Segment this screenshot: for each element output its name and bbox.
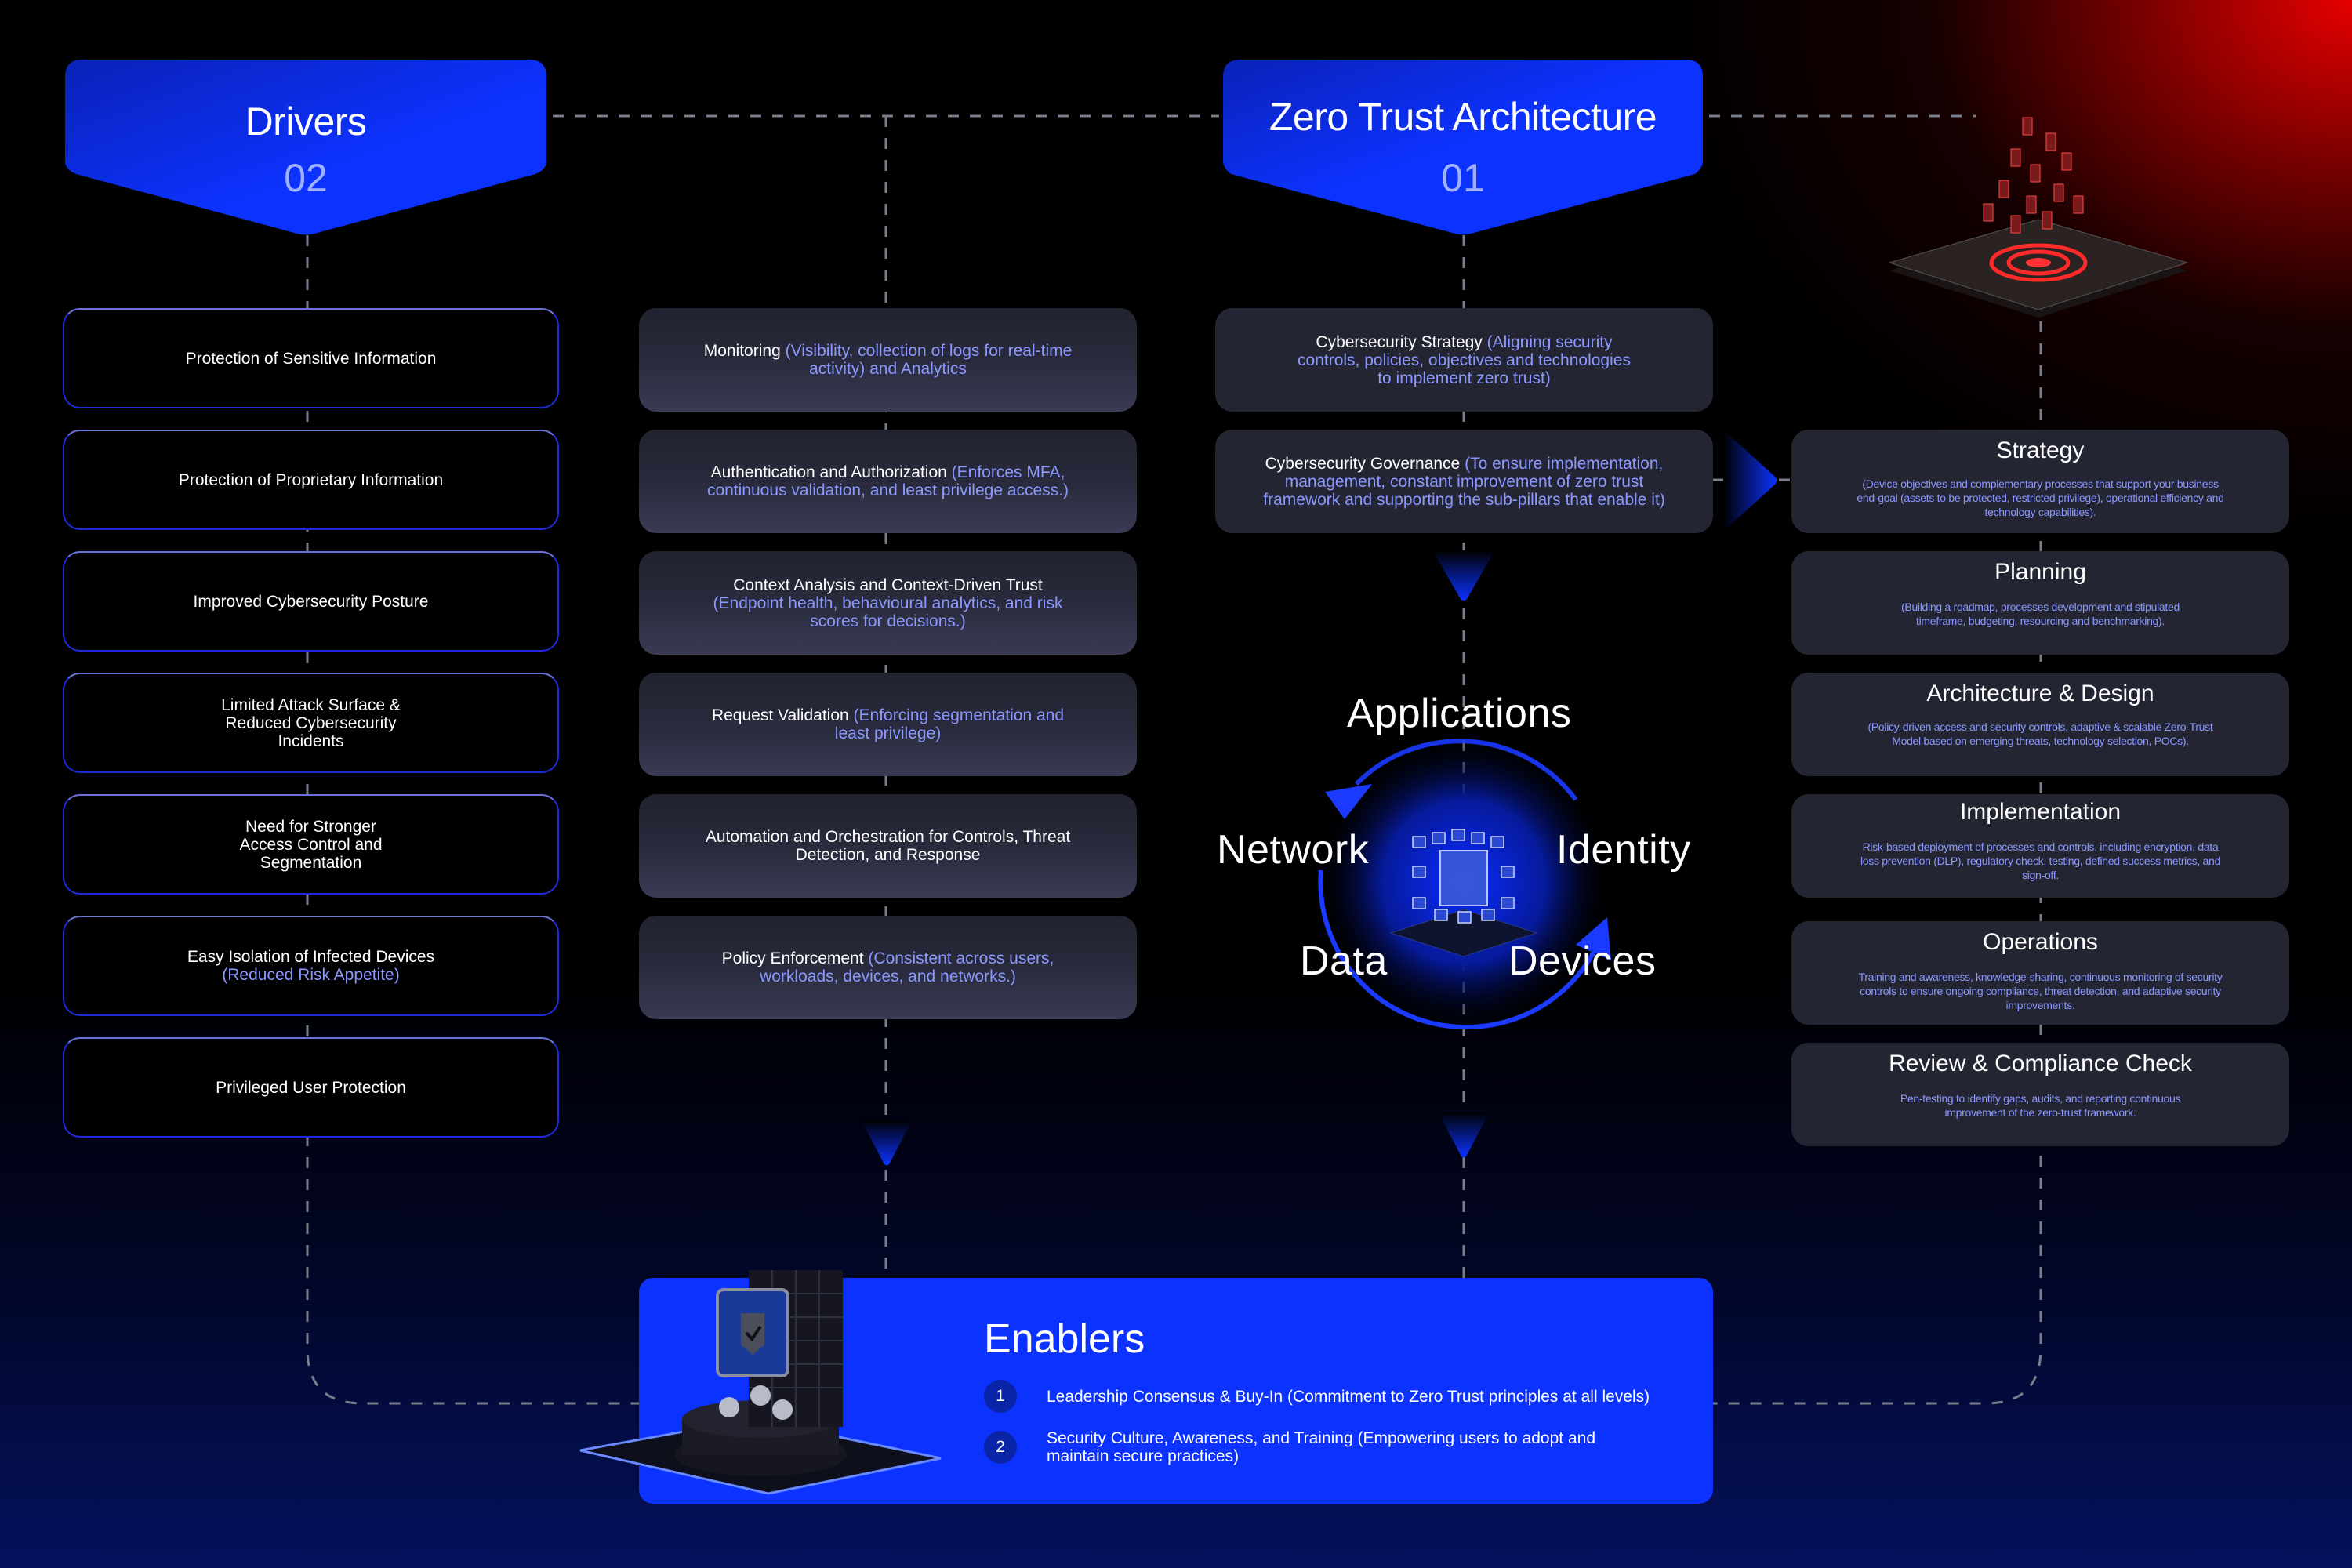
lifecycle-title: Review & Compliance Check: [1889, 1051, 2192, 1076]
zero-trust-header: Zero Trust Architecture 01: [1223, 60, 1703, 235]
zero-trust-header-shape: [1223, 60, 1703, 235]
lifecycle-description: (Policy-driven access and security contr…: [1867, 720, 2213, 747]
lifecycle-title: Planning: [1994, 559, 2086, 585]
arrow-down-icon: [861, 1120, 913, 1166]
lifecycle-card: Review & Compliance Check Pen-testing to…: [1791, 1043, 2289, 1146]
driver-text: Protection of Sensitive Information: [185, 349, 437, 368]
capability-highlight: (Endpoint health, behavioural analytics,…: [713, 593, 1063, 630]
capability-card: Policy Enforcement (Consistent across us…: [639, 916, 1137, 1019]
capability-card: Automation and Orchestration for Control…: [639, 794, 1137, 898]
capability-highlight: (Enforces MFA, continuous validation, an…: [706, 463, 1069, 499]
cycle-arrowhead-icon: [1576, 917, 1611, 960]
lifecycle-card: Planning (Building a roadmap, processes …: [1791, 551, 2289, 655]
lifecycle-title: Implementation: [1959, 799, 2122, 825]
zero-trust-number: 01: [1441, 156, 1485, 200]
pillar-network: Network: [1217, 827, 1370, 873]
pillar-applications: Applications: [1347, 691, 1572, 736]
lifecycle-title: Strategy: [1996, 437, 2085, 463]
lifecycle-card: Strategy (Device objectives and compleme…: [1791, 430, 2289, 533]
capability-title: Authentication and Authorization: [710, 463, 947, 481]
shield-check-podium-icon: [572, 1254, 949, 1497]
driver-item: Limited Attack Surface & Reduced Cyberse…: [63, 673, 559, 773]
zero-trust-title: Zero Trust Architecture: [1269, 95, 1657, 139]
driver-item: Protection of Proprietary Information: [63, 430, 559, 530]
cube-network-icon: [1389, 829, 1538, 957]
enabler-text: Leadership Consensus & Buy-In (Commitmen…: [1047, 1387, 1650, 1406]
cycle-arrowhead-icon: [1325, 784, 1372, 819]
lifecycle-description: (Device objectives and complementary pro…: [1857, 477, 2224, 518]
driver-highlight: (Reduced Risk Appetite): [222, 966, 400, 984]
lifecycle-card: Architecture & Design (Policy-driven acc…: [1791, 673, 2289, 776]
enabler-number-badge: 1: [984, 1380, 1017, 1413]
driver-text: Need for Stronger Access Control and Seg…: [239, 817, 383, 872]
capability-card: Context Analysis and Context-Driven Trus…: [639, 551, 1137, 655]
driver-text: Easy Isolation of Infected Devices: [187, 948, 435, 966]
drivers-header-shape: [65, 60, 546, 235]
pillars-diagram: Applications Network Identity Data Devic…: [1207, 674, 1725, 1035]
zero-trust-card-title: Cybersecurity Governance: [1265, 454, 1461, 473]
capability-title: Policy Enforcement: [721, 949, 864, 967]
zero-trust-card-highlight: (To ensure implementation, management, c…: [1263, 454, 1665, 509]
driver-item: Easy Isolation of Infected Devices(Reduc…: [63, 916, 559, 1016]
capability-title: Monitoring: [703, 342, 781, 360]
arrow-down-icon: [1438, 1112, 1490, 1158]
driver-text: Protection of Proprietary Information: [178, 470, 444, 489]
lifecycle-description: Pen-testing to identify gaps, audits, an…: [1900, 1092, 2181, 1119]
driver-item: Improved Cybersecurity Posture: [63, 551, 559, 652]
enabler-number-badge: 2: [984, 1431, 1017, 1464]
zero-trust-card: Cybersecurity Governance (To ensure impl…: [1215, 430, 1713, 533]
lifecycle-description: (Building a roadmap, processes developme…: [1901, 601, 2180, 627]
zero-trust-card-title: Cybersecurity Strategy: [1316, 332, 1483, 351]
capability-highlight: (Consistent across users, workloads, dev…: [760, 949, 1054, 985]
drivers-header: Drivers 02: [65, 60, 546, 235]
capability-highlight: (Enforcing segmentation and least privil…: [834, 706, 1065, 742]
capability-title: Context Analysis and Context-Driven Trus…: [733, 575, 1043, 594]
drivers-title: Drivers: [245, 100, 367, 143]
lifecycle-card: Implementation Risk-based deployment of …: [1791, 794, 2289, 898]
target-blocks-icon: [1874, 110, 2203, 321]
drivers-number: 02: [284, 156, 328, 200]
driver-item: Privileged User Protection: [63, 1037, 559, 1138]
lifecycle-title: Architecture & Design: [1926, 681, 2154, 706]
enabler-item: 1 Leadership Consensus & Buy-In (Commitm…: [984, 1380, 1650, 1413]
enabler-text: Security Culture, Awareness, and Trainin…: [1047, 1429, 1595, 1465]
driver-text: Improved Cybersecurity Posture: [193, 592, 429, 611]
capability-card: Request Validation (Enforcing segmentati…: [639, 673, 1137, 776]
lifecycle-card: Operations Training and awareness, knowl…: [1791, 921, 2289, 1025]
lifecycle-title: Operations: [1983, 929, 2098, 955]
zero-trust-card: Cybersecurity Strategy (Aligning securit…: [1215, 308, 1713, 412]
pillar-devices: Devices: [1508, 938, 1657, 984]
zero-trust-card-highlight: (Aligning security controls, policies, o…: [1298, 332, 1631, 387]
pillar-data: Data: [1300, 938, 1388, 984]
driver-item: Need for Stronger Access Control and Seg…: [63, 794, 559, 895]
arrow-down-icon: [1432, 550, 1495, 601]
driver-text: Privileged User Protection: [216, 1078, 406, 1097]
pillar-identity: Identity: [1556, 827, 1691, 873]
driver-text: Limited Attack Surface & Reduced Cyberse…: [221, 695, 401, 750]
arrow-right-icon: [1723, 430, 1777, 532]
capability-card: Authentication and Authorization (Enforc…: [639, 430, 1137, 533]
driver-item: Protection of Sensitive Information: [63, 308, 559, 408]
enablers-title: Enablers: [984, 1316, 1145, 1362]
capability-highlight: (Visibility, collection of logs for real…: [785, 342, 1073, 378]
capability-title: Request Validation: [711, 706, 849, 724]
enabler-item: 2 Security Culture, Awareness, and Train…: [984, 1429, 1595, 1465]
capability-title: Automation and Orchestration for Control…: [705, 828, 1071, 864]
lifecycle-description: Risk-based deployment of processes and c…: [1860, 840, 2221, 881]
capability-card: Monitoring (Visibility, collection of lo…: [639, 308, 1137, 412]
lifecycle-description: Training and awareness, knowledge-sharin…: [1858, 971, 2223, 1011]
